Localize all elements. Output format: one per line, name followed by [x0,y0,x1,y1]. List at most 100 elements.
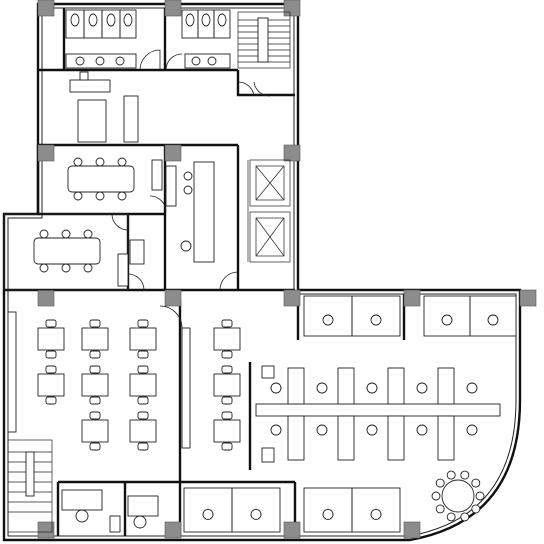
cabinet [109,515,121,533]
desk [61,489,103,511]
chair-icon [431,491,441,501]
desk [213,373,241,397]
column [283,144,301,162]
reception [117,161,239,291]
column [164,0,182,17]
chair-icon [45,396,57,405]
chair-icon [316,424,328,436]
door-swing-icon [159,305,183,329]
chair-icon [466,424,478,436]
column [37,0,55,17]
wall-shelf [7,311,17,433]
chair-icon [137,442,149,451]
chair-icon [416,382,428,394]
chair-icon [221,396,233,405]
column [37,144,55,162]
meeting-room-1 [67,157,163,201]
stair-icon [237,11,291,97]
chair-icon [202,508,214,520]
workstation [387,415,405,461]
chair-icon [370,508,382,520]
workstation [337,415,355,461]
chair-icon [322,508,334,520]
column [403,521,421,539]
stair-icon [7,439,53,533]
desk [213,419,241,443]
desk [37,373,65,397]
chair-icon [89,319,101,328]
chair-icon [45,365,57,374]
elevator-icon [247,159,291,263]
door-swing-icon [165,53,183,71]
toilet-icon [185,13,227,27]
reception-desk [193,161,215,263]
chair-icon [471,504,481,514]
structural-columns [37,0,537,539]
desk [81,419,109,443]
outer-wall [2,2,522,542]
chair-icon [487,314,499,326]
workstation [287,367,305,405]
chair-icon [221,319,233,328]
chair-icon [471,478,481,488]
chair-icon [475,491,485,501]
wall-shelf [181,327,191,449]
small-offices [61,489,159,533]
chair-icon [466,382,478,394]
chair-icon [137,411,149,420]
chair-icon [316,382,328,394]
pantry [69,71,139,143]
workstation [437,367,455,405]
chair-icon [89,442,101,451]
round-meeting-table [431,470,485,522]
chair-icon [221,350,233,359]
chair-icon [446,512,456,522]
chair-icon [221,365,233,374]
column [283,289,301,307]
desk [129,419,157,443]
workstation-spine [255,403,501,417]
column [283,0,301,17]
chair-icon [221,442,233,451]
workstation [437,415,455,461]
chair-icon [366,424,378,436]
cabinet [129,239,145,265]
meeting-table [67,165,135,193]
chair-icon [45,350,57,359]
sink-icon [65,53,137,69]
chair-icon [366,382,378,394]
desk-grid [37,319,241,451]
island [77,99,107,143]
chair-icon [446,470,456,480]
chair-icon [73,157,127,201]
chair-icon [89,396,101,405]
toilet-icon [70,13,133,27]
chair-icon [137,396,149,405]
chair-icon [460,470,470,480]
chair-icon [89,350,101,359]
chair-icon [250,508,262,520]
counter [69,79,111,93]
chair-icon [221,411,233,420]
chair-icon [133,515,147,529]
column [37,289,55,307]
chair-icon [89,365,101,374]
door-swing-icon [111,213,129,231]
column [519,289,537,307]
chair-icon [322,314,334,326]
workstation [287,415,305,461]
credenza [151,159,163,191]
chair-icon [441,314,453,326]
open-office-left [7,305,241,451]
desk [129,327,157,351]
chair-icon [39,229,93,273]
stall-dividers [83,10,121,38]
display-shelf [165,165,177,207]
chair-icon [137,319,149,328]
chair-icon [137,365,149,374]
desk [213,327,241,351]
desk [37,327,65,351]
chair-icon [435,478,445,488]
chair-icon [431,470,485,522]
chair-icon [270,424,282,436]
